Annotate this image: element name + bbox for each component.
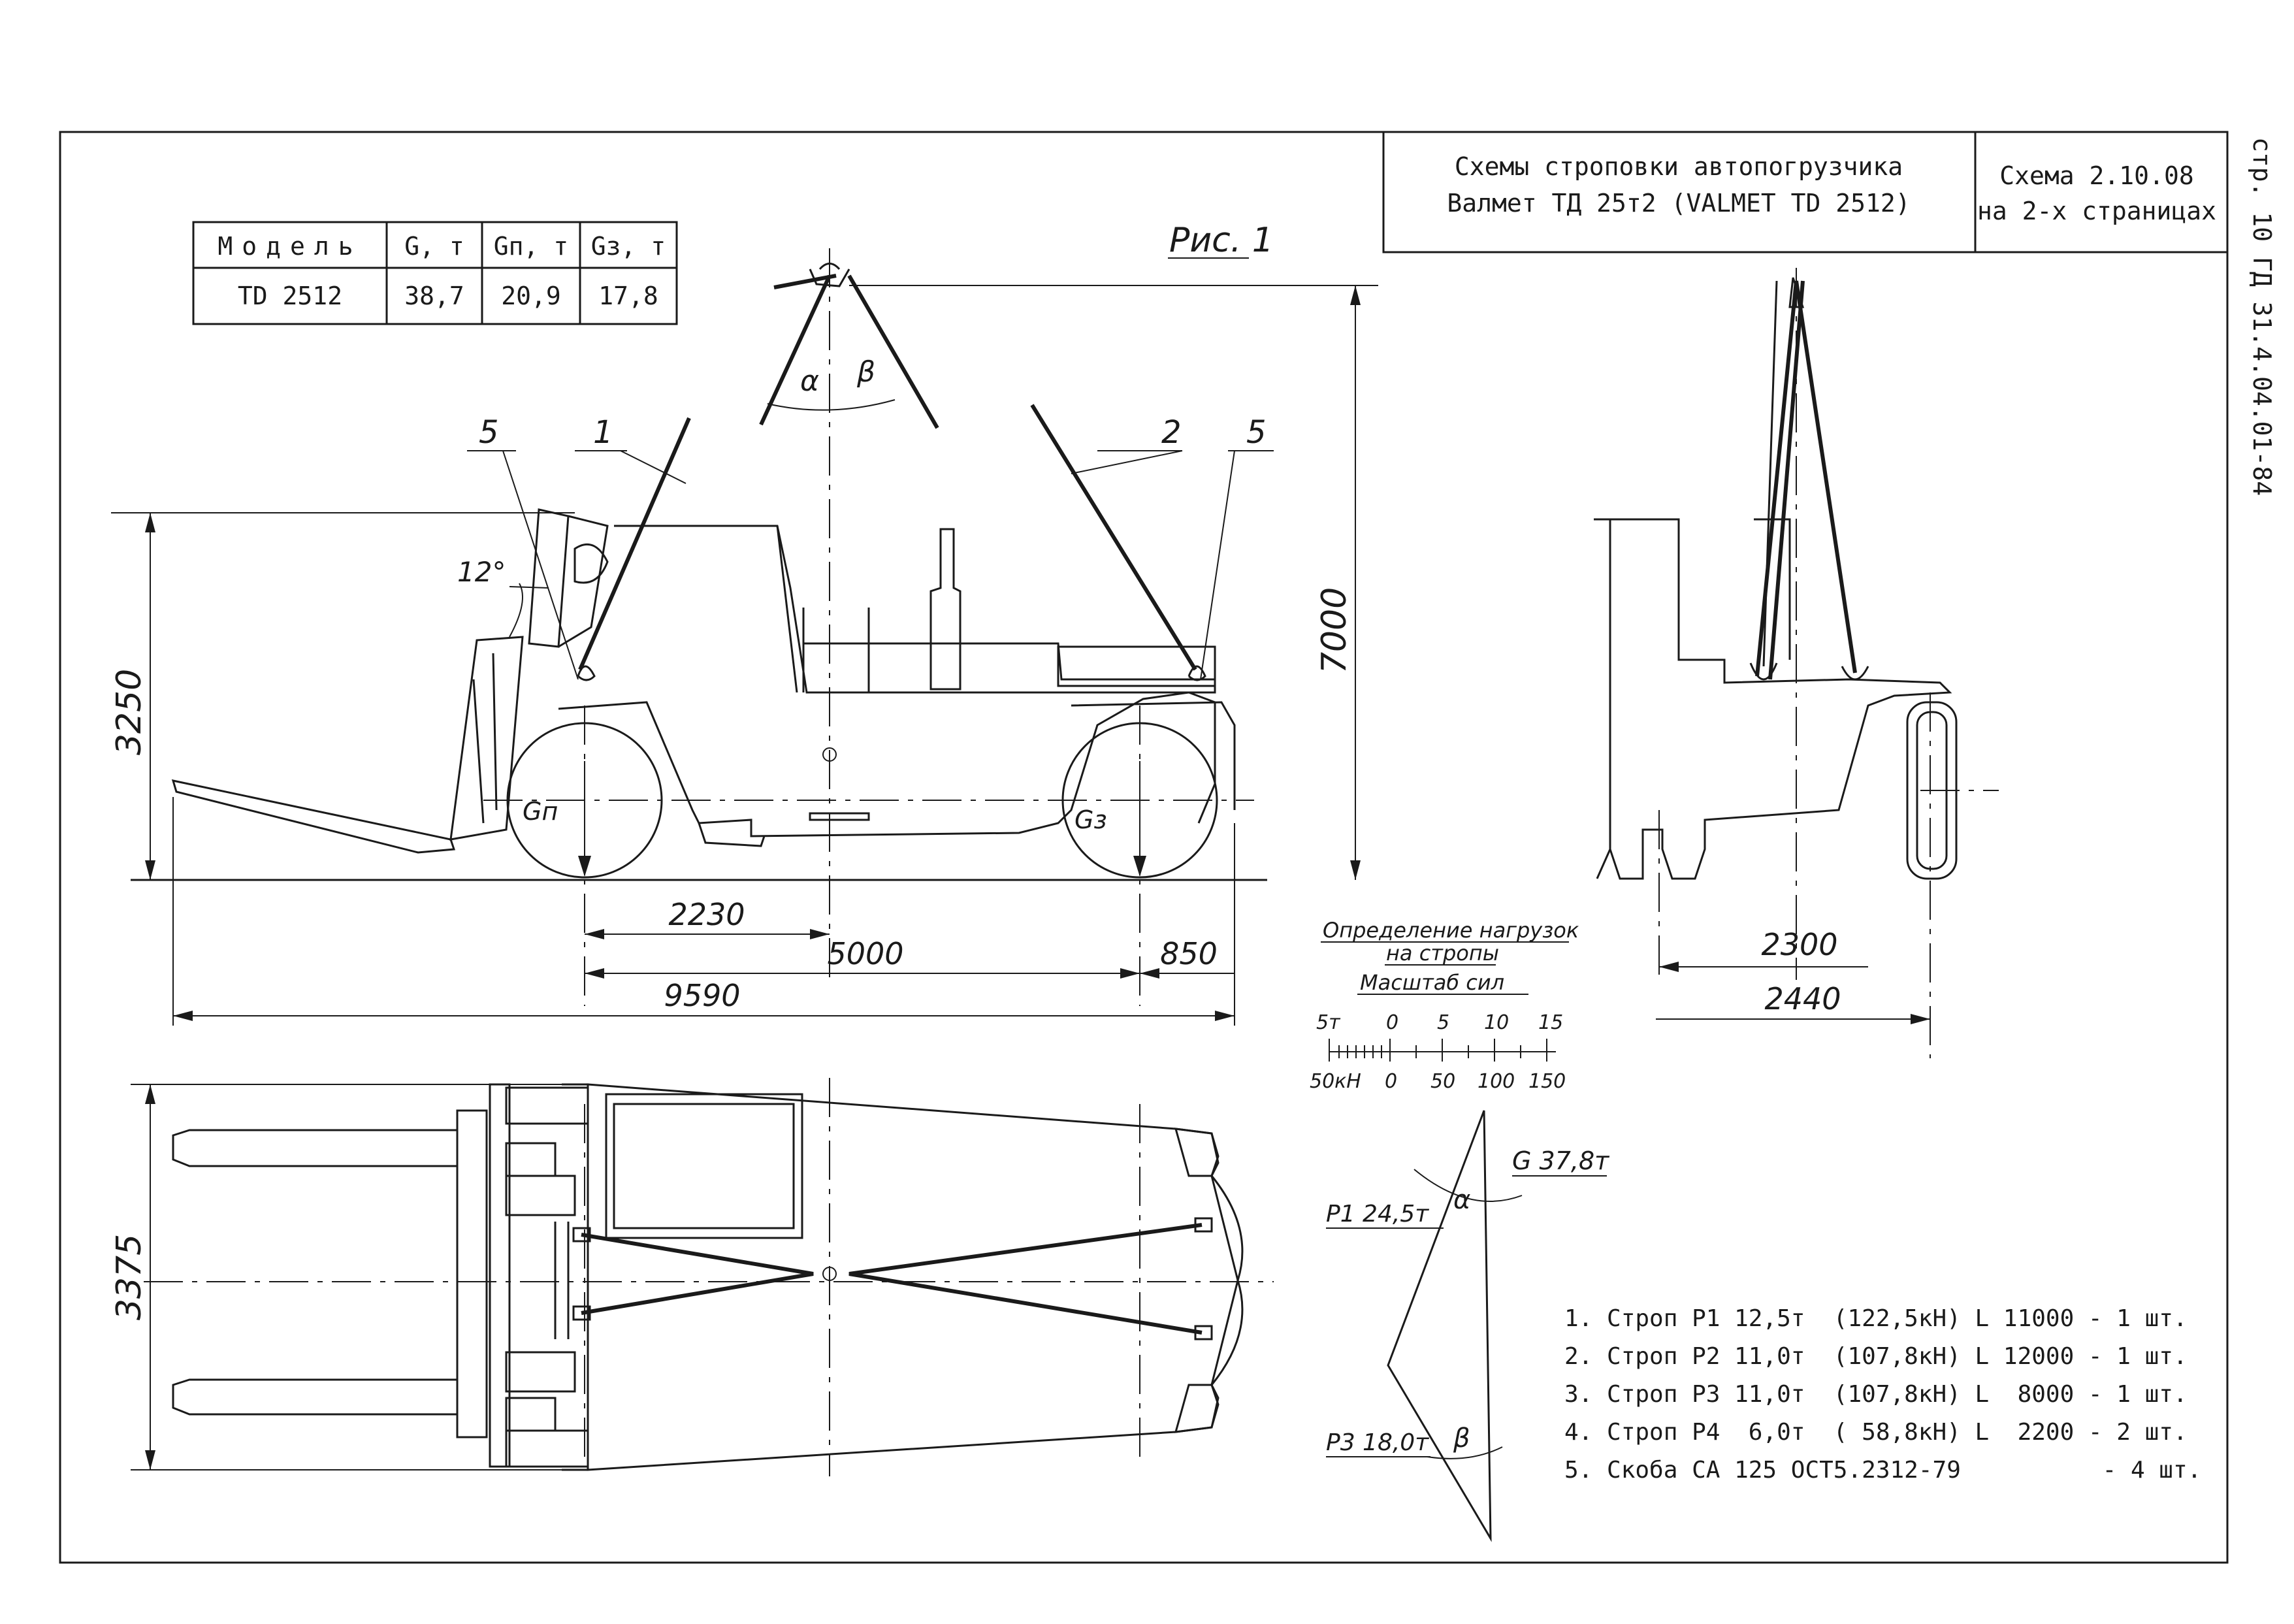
legend-item-4: 4. Строп P4 6,0т ( 58,8кН) L 2200 - 2 шт… (1564, 1419, 2188, 1446)
tilt-angle: 12° (457, 556, 506, 588)
scale-top-tick-4: 15 (1538, 1011, 1563, 1034)
scheme-number: Схема 2.10.08 (1999, 161, 2193, 190)
table-header-gp: Gп, т (494, 232, 568, 261)
table-cell-model: TD 2512 (238, 282, 342, 310)
table-header-model: Модель (218, 232, 362, 261)
force-alpha: α (1453, 1185, 1470, 1215)
dim-5000: 5000 (827, 936, 903, 971)
angle-alpha-side: α (800, 365, 819, 398)
sheet-frame (59, 131, 2229, 1564)
plan-view: 3375 (110, 1078, 1274, 1476)
dim-3250: 3250 (110, 669, 149, 755)
legend-item-5: 5. Скоба СА 125 ОСТ5.2312-79 - 4 шт. (1564, 1457, 2201, 1484)
side-dimensions: 3250 7000 2230 5000 850 9590 (110, 285, 1378, 1026)
sling-legend: 1. Строп P1 12,5т (122,5кН) L 11000 - 1 … (1564, 1305, 2201, 1484)
dim-9590: 9590 (664, 978, 740, 1013)
scheme-pages: на 2-х страницах (1977, 197, 2216, 225)
table-cell-g: 38,7 (404, 282, 464, 310)
scale-line3: Масштаб сил (1360, 970, 1504, 995)
scale-top-tick-1: 0 (1386, 1011, 1398, 1034)
legend-item-1: 1. Строп P1 12,5т (122,5кН) L 11000 - 1 … (1564, 1305, 2188, 1332)
dim-2440: 2440 (1764, 981, 1841, 1016)
scale-bottom-tick-1: 0 (1385, 1070, 1397, 1093)
force-p3: P3 18,0т (1326, 1429, 1429, 1456)
margin-sheet-code: стр. 10 ГД 31.4.04.01-84 (2248, 137, 2276, 496)
force-beta: β (1453, 1423, 1470, 1453)
scale-bottom-tick-4: 150 (1528, 1070, 1566, 1093)
callout-2: 2 (1161, 414, 1182, 451)
scale-bottom-tick-3: 100 (1478, 1070, 1515, 1093)
end-view: 2300 2440 (1594, 268, 1999, 1058)
side-view: α β 12° 5 1 2 5 Gп Gз (131, 248, 1274, 1006)
dim-2230: 2230 (668, 897, 745, 932)
title-line1: Схемы строповки автопогрузчика (1455, 152, 1903, 181)
figure-label: Рис. 1 (1169, 221, 1274, 260)
angle-beta-side: β (856, 355, 875, 389)
dim-3375: 3375 (110, 1234, 149, 1320)
force-g: G 37,8т (1512, 1146, 1610, 1175)
scale-bottom-tick-0: 50кН (1310, 1070, 1361, 1093)
scale-line2: на стропы (1386, 941, 1499, 966)
callout-1: 1 (593, 414, 613, 451)
title-block: Схемы строповки автопогрузчика Валмет ТД… (1382, 131, 2229, 253)
table-cell-gp: 20,9 (501, 282, 561, 310)
scale-top-tick-3: 10 (1484, 1011, 1509, 1034)
force-scale: Определение нагрузок на стропы Масштаб с… (1310, 918, 1579, 1093)
callout-5-right: 5 (1246, 414, 1267, 451)
force-triangle: G 37,8т P1 24,5т P3 18,0т α β (1326, 1110, 1610, 1542)
table-header-gz: Gз, т (591, 232, 666, 261)
legend-item-3: 3. Строп P3 11,0т (107,8кН) L 8000 - 1 ш… (1564, 1381, 2188, 1408)
scale-top-tick-2: 5 (1437, 1011, 1449, 1034)
dim-7000: 7000 (1315, 587, 1354, 674)
callout-5-left: 5 (479, 414, 499, 451)
legend-item-2: 2. Строп P2 11,0т (107,8кН) L 12000 - 1 … (1564, 1343, 2188, 1370)
force-p1: P1 24,5т (1326, 1201, 1429, 1227)
table-cell-gz: 17,8 (598, 282, 658, 310)
table-header-g: G, т (404, 232, 464, 261)
dim-850: 850 (1160, 936, 1218, 971)
title-line2: Валмет ТД 25т2 (VALMET TD 2512) (1447, 189, 1910, 218)
load-front: Gп (523, 797, 558, 826)
scale-bottom-tick-2: 50 (1430, 1070, 1455, 1093)
scale-top-tick-0: 5т (1316, 1011, 1341, 1034)
scale-line1: Определение нагрузок (1323, 918, 1579, 943)
load-rear: Gз (1074, 805, 1107, 834)
model-table: Модель G, т Gп, т Gз, т TD 2512 38,7 20,… (192, 221, 678, 325)
dim-2300: 2300 (1761, 927, 1837, 962)
